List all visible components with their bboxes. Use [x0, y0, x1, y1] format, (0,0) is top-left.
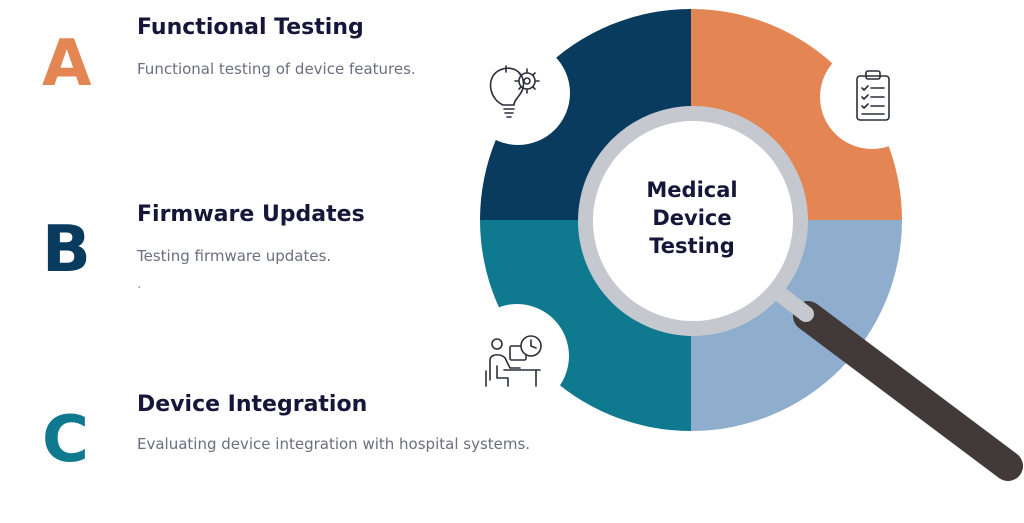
person-desk-clock-icon — [485, 335, 542, 387]
lightbulb-gear-icon — [489, 65, 540, 118]
center-title-line-2: Device — [652, 206, 731, 230]
magnifier-neck — [772, 286, 814, 322]
item-desc-firmware-updates: Testing firmware updates. — [137, 247, 332, 265]
icon-notch-left-bottom — [465, 304, 569, 408]
icon-notch-left-top — [466, 41, 570, 145]
magnifier-handle — [793, 301, 1023, 481]
item-desc-device-integration: Evaluating device integration with hospi… — [137, 435, 531, 453]
clipboard-checklist-icon — [856, 70, 890, 121]
center-title-line-1: Medical — [646, 178, 737, 202]
letter-b: B — [42, 213, 91, 287]
item-note-firmware-updates: . — [137, 276, 142, 292]
letter-a: A — [42, 27, 92, 101]
item-title-device-integration: Device Integration — [137, 392, 368, 417]
letter-c: C — [42, 403, 89, 477]
item-title-firmware-updates: Firmware Updates — [137, 202, 365, 227]
item-title-functional-testing: Functional Testing — [137, 15, 364, 40]
center-title-line-3: Testing — [649, 234, 735, 258]
item-desc-functional-testing: Functional testing of device features. — [137, 60, 416, 78]
magnifier-lens — [593, 121, 793, 321]
